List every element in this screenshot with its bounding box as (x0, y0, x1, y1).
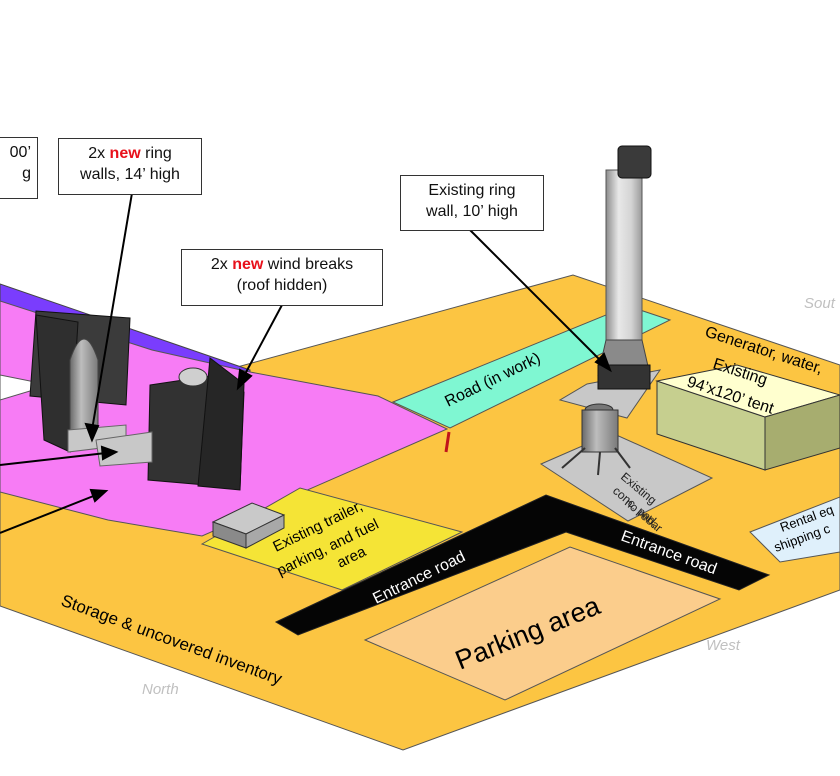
parking-lot (363, 546, 722, 701)
callout-arrows (0, 192, 612, 534)
tower-column (605, 169, 643, 371)
west-label: West (706, 637, 741, 654)
south-label: Sout (804, 295, 836, 312)
tower-base (597, 364, 651, 390)
trailer-box-side (245, 514, 285, 549)
tent-top (655, 364, 840, 418)
lander-body (581, 409, 619, 453)
existing-ring-line2: wall, 10’ high (426, 203, 518, 220)
lander-leg-mid (597, 451, 601, 476)
callout-top-left-line2: g (22, 165, 31, 182)
white-inner-rect (0, 374, 51, 401)
rental-box (749, 496, 840, 563)
tower-cap (617, 145, 652, 179)
wind-break-dome (178, 367, 208, 387)
north-label: North (142, 681, 179, 698)
wind-break-front (197, 357, 245, 491)
ring-walls-suffix: ring (140, 145, 172, 162)
lander-leg-right (614, 447, 631, 469)
callout-top-left-partial: 00’ g (0, 137, 38, 199)
ring-walls-prefix: 2x (88, 145, 110, 162)
wind-breaks-new-word: new (232, 256, 264, 273)
walkway (95, 431, 153, 467)
wind-breaks-prefix: 2x (210, 256, 233, 273)
red-marker (444, 431, 451, 453)
callout-new-ring-walls: 2x new ring walls, 14’ high (58, 138, 202, 195)
ring-walls-new-word: new (109, 145, 141, 162)
lander-leg-left (561, 447, 586, 469)
road-in-work (391, 305, 672, 429)
ring-walls-line2: walls, 14’ high (80, 166, 180, 183)
tent-side (764, 394, 840, 471)
wind-breaks-suffix: wind breaks (263, 256, 354, 273)
entrance-road (274, 494, 771, 636)
callout-new-wind-breaks: 2x new wind breaks (roof hidden) (181, 249, 383, 306)
rocket-shape (69, 338, 99, 441)
wind-breaks-line2: (roof hidden) (236, 277, 328, 294)
existing-ring-line1: Existing ring (428, 182, 516, 199)
callout-top-left-line1: 00’ (9, 144, 31, 161)
callout-existing-ring-wall: Existing ring wall, 10’ high (400, 175, 544, 231)
